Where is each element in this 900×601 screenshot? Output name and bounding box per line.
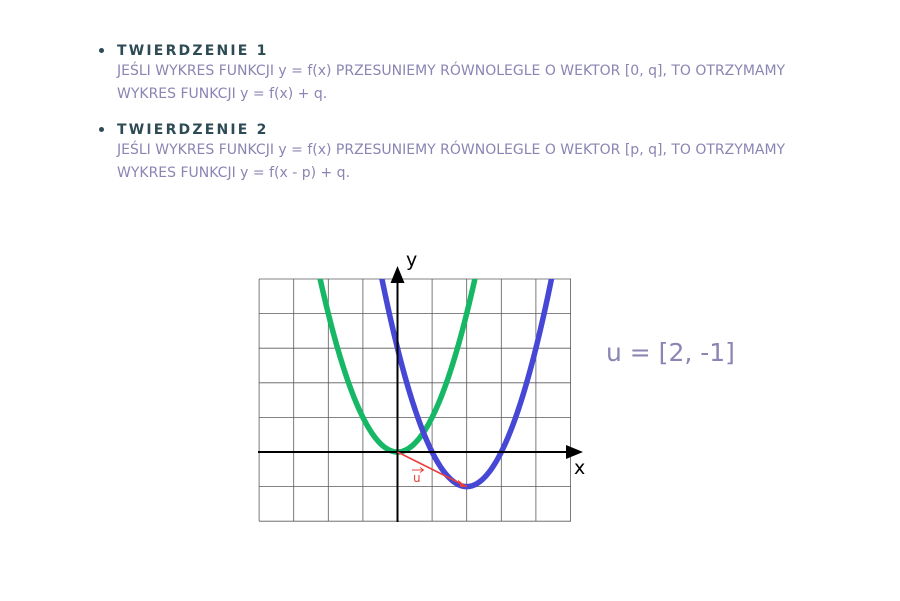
- theorem-text: JEŚLI WYKRES FUNKCJI y = f(x) PRZESUNIEM…: [117, 142, 786, 181]
- curves: [317, 279, 555, 490]
- y-axis-label: y: [406, 249, 417, 271]
- theorem-item: TWIERDZENIE 1 JEŚLI WYKRES FUNKCJI y = f…: [97, 42, 857, 106]
- y-axis-arrow-icon: [390, 266, 405, 283]
- curve-shifted: [379, 279, 555, 490]
- bullet-icon: [99, 48, 104, 53]
- theorem-title: TWIERDZENIE 1: [117, 43, 269, 59]
- curve-original: [317, 279, 478, 455]
- vector-label: u: [413, 471, 421, 485]
- translation-vector: [397, 451, 468, 488]
- vector-equation: u = [2, -1]: [606, 338, 735, 367]
- theorem-title: TWIERDZENIE 2: [117, 122, 269, 138]
- theorem-item: TWIERDZENIE 2 JEŚLI WYKRES FUNKCJI y = f…: [97, 121, 857, 185]
- theorem-text: JEŚLI WYKRES FUNKCJI y = f(x) PRZESUNIEM…: [117, 63, 786, 102]
- x-axis-label: x: [574, 457, 585, 479]
- axes: [258, 266, 583, 522]
- vector-arrowhead-icon: [457, 479, 467, 488]
- vector-label-arrowhead: [419, 467, 425, 473]
- x-axis-arrow-icon: [566, 445, 583, 459]
- vector-line: [397, 451, 468, 488]
- theorem-list: TWIERDZENIE 1 JEŚLI WYKRES FUNKCJI y = f…: [97, 42, 857, 200]
- bullet-icon: [99, 127, 104, 132]
